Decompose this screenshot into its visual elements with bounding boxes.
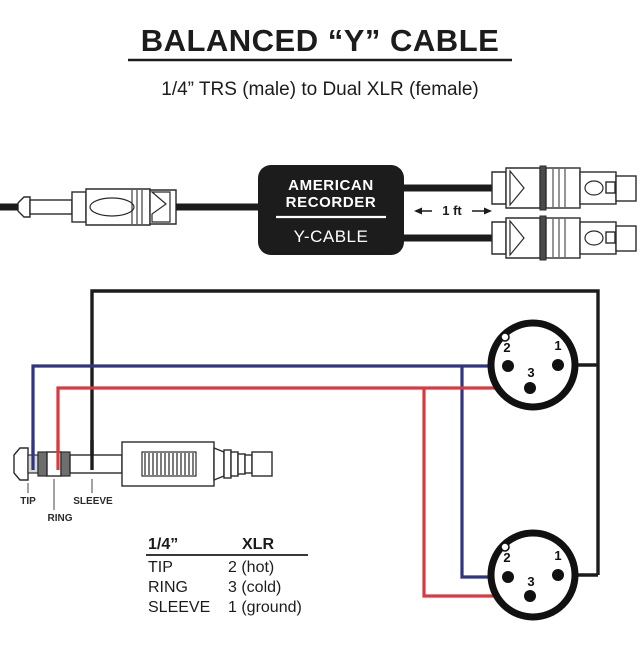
xlr-bottom-pin2-number: 2	[503, 550, 510, 565]
xlr-top-pin2-number: 2	[503, 340, 510, 355]
product-illustration: AMERICAN RECORDER Y-CABLE 1 ft	[0, 165, 637, 261]
xlr-top-pin3-contact	[524, 382, 536, 394]
trs-shaft-top	[29, 199, 73, 215]
xlr-bottom-pin1-number: 1	[554, 548, 561, 563]
product-model: Y-CABLE	[294, 227, 369, 246]
trs-tip-top	[17, 196, 31, 218]
trs-boot-detail	[150, 191, 171, 223]
xlr-top-pin1-number: 1	[554, 338, 561, 353]
xlr-bottom-pin3-contact	[524, 590, 536, 602]
legend-row-1-right: 3 (cold)	[228, 579, 281, 596]
xlr-top-keyway-notch	[500, 332, 510, 342]
xlr-top-pin3-number: 3	[527, 365, 534, 380]
xlr-bottom-keyway-notch	[500, 542, 510, 552]
xlr-bottom-pin2-contact	[502, 571, 514, 583]
trs-plug-schematic: TIP RING SLEEVE	[13, 440, 273, 524]
brand-name-line1: AMERICAN	[288, 177, 374, 194]
trs-schematic-taper	[213, 446, 225, 482]
legend-row-0-left: TIP	[148, 559, 173, 576]
legend-row-0-right: 2 (hot)	[228, 559, 274, 576]
xlr-bottom-latch-detail	[509, 219, 525, 257]
legend-row-1-left: RING	[148, 579, 188, 596]
xlr-connector-illustration-bottom	[491, 215, 637, 261]
xlr-top-ring	[539, 165, 547, 211]
xlr-top-barrel	[545, 167, 581, 209]
product-label-box: AMERICAN RECORDER Y-CABLE	[258, 165, 404, 255]
trs-collar-top	[71, 191, 87, 223]
trs-schematic-cable-end	[251, 451, 273, 477]
trs-schematic-sleeve	[69, 454, 123, 474]
xlr-bottom-release-oval	[584, 230, 604, 246]
legend-header-left: 1/4”	[148, 536, 178, 553]
wire-sleeve-ground-upper	[90, 289, 600, 470]
page-subtitle: 1/4” TRS (male) to Dual XLR (female)	[161, 79, 478, 100]
brand-name-line2: RECORDER	[286, 194, 377, 211]
label-tip: TIP	[20, 496, 36, 507]
xlr-bottom-pin3-number: 3	[527, 574, 534, 589]
dimension-arrow-left-icon	[414, 207, 422, 215]
xlr-top-release-oval	[584, 180, 604, 196]
trs-plug-illustration-top	[0, 188, 262, 226]
xlr-top-pin1-contact	[552, 359, 564, 371]
page-title: BALANCED “Y” CABLE	[141, 23, 500, 58]
legend-row-2-right: 1 (ground)	[228, 599, 302, 616]
legend-row-2-left: SLEEVE	[148, 599, 210, 616]
xlr-top-latch-detail	[509, 169, 525, 207]
trs-schematic-insulator-2	[60, 451, 71, 477]
xlr-bottom-barrel	[545, 217, 581, 259]
xlr-bottom-body-circle	[487, 529, 579, 621]
legend-header-right: XLR	[242, 536, 274, 553]
xlr-bottom-tail	[491, 221, 507, 255]
label-box-background	[258, 165, 404, 255]
xlr-bottom-ring	[539, 215, 547, 261]
xlr-bottom-end-cap	[615, 225, 637, 252]
pinout-legend-table: 1/4” XLR TIP 2 (hot) RING 3 (cold) SLEEV…	[146, 536, 308, 616]
trs-schematic-tip	[13, 447, 29, 481]
dimension-indicator: 1 ft	[414, 202, 492, 220]
wire-tip-blue-to-xlr-top-pin2	[31, 364, 508, 470]
xlr-bottom-release-tab	[605, 231, 616, 244]
dimension-label: 1 ft	[442, 203, 462, 218]
trs-schematic-knurling	[144, 453, 194, 475]
dimension-label-backdrop	[432, 202, 472, 220]
xlr-top-end-cap	[615, 175, 637, 202]
wiring-schematic: TIP RING SLEEVE 2 1 3 2 1 3	[13, 289, 600, 621]
xlr-top-tail	[491, 171, 507, 205]
xlr-top-body-circle	[487, 319, 579, 411]
trs-schematic-insulator-1	[37, 451, 48, 477]
xlr-schematic-top: 2 1 3	[487, 319, 579, 411]
xlr-top-pin2-contact	[502, 360, 514, 372]
label-ring: RING	[48, 513, 73, 524]
xlr-schematic-bottom: 2 1 3	[487, 529, 579, 621]
xlr-top-release-tab	[605, 181, 616, 194]
xlr-connector-illustration-top	[491, 165, 637, 211]
label-sleeve: SLEEVE	[73, 496, 113, 507]
dimension-arrow-right-icon	[484, 207, 492, 215]
xlr-bottom-pin1-contact	[552, 569, 564, 581]
trs-barrel-highlight-top	[89, 197, 135, 217]
